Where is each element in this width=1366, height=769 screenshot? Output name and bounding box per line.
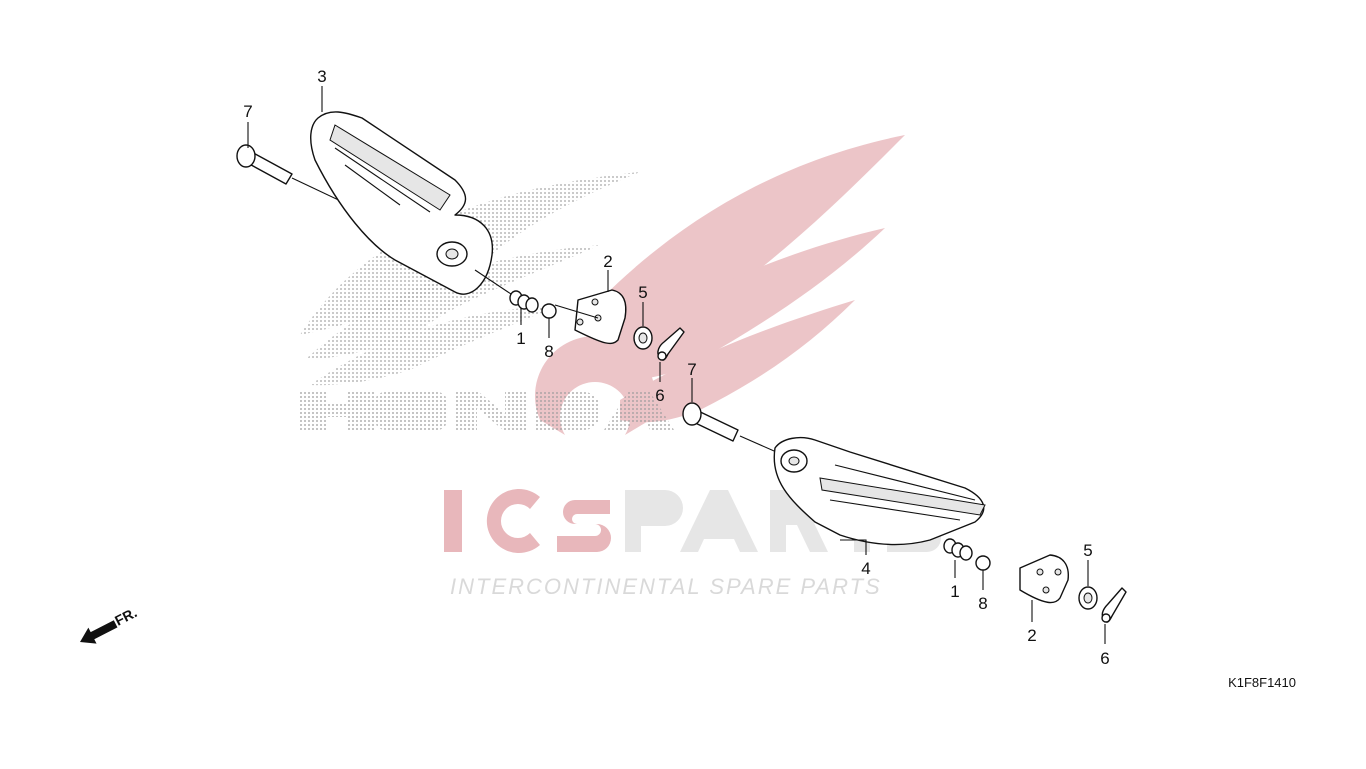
spring-part-lower (943, 538, 973, 561)
callout-8-upper: 8 (544, 342, 553, 361)
honda-text-watermark (300, 392, 674, 430)
cotter-pin-part-upper (657, 327, 685, 361)
cotter-pin-part-lower (1101, 587, 1127, 623)
callout-7-lower: 7 (687, 360, 696, 379)
spring-part-upper (474, 269, 539, 313)
ball-part-lower (975, 555, 991, 571)
footpeg-part-lower (773, 436, 986, 546)
red-wing-watermark (535, 135, 905, 435)
tagline-watermark: INTERCONTINENTAL SPARE PARTS (450, 574, 882, 599)
footpeg-part-upper (310, 111, 494, 295)
callout-5-lower: 5 (1083, 541, 1092, 560)
callout-5-upper: 5 (638, 283, 647, 302)
washer-part-upper (633, 326, 653, 350)
callout-4: 4 (861, 559, 870, 578)
callout-1-upper: 1 (516, 329, 525, 348)
ball-part-upper (541, 303, 557, 319)
callout-1-lower: 1 (950, 582, 959, 601)
plate-part-lower (1019, 554, 1069, 604)
pin-part-lower (682, 402, 791, 459)
callout-8-lower: 8 (978, 594, 987, 613)
callout-2-lower: 2 (1027, 626, 1036, 645)
callout-3: 3 (317, 67, 326, 86)
callout-6-lower: 6 (1100, 649, 1109, 668)
diagram-code: K1F8F1410 (1228, 675, 1296, 690)
washer-part-lower (1078, 586, 1098, 610)
callout-2-upper: 2 (603, 252, 612, 271)
leader-lines (247, 86, 1106, 644)
callout-7-upper: 7 (243, 102, 252, 121)
callout-6-upper: 6 (655, 386, 664, 405)
arrow-down-left-icon (80, 620, 118, 644)
front-direction-indicator: FR. (80, 604, 139, 644)
plate-part-upper (554, 289, 627, 345)
